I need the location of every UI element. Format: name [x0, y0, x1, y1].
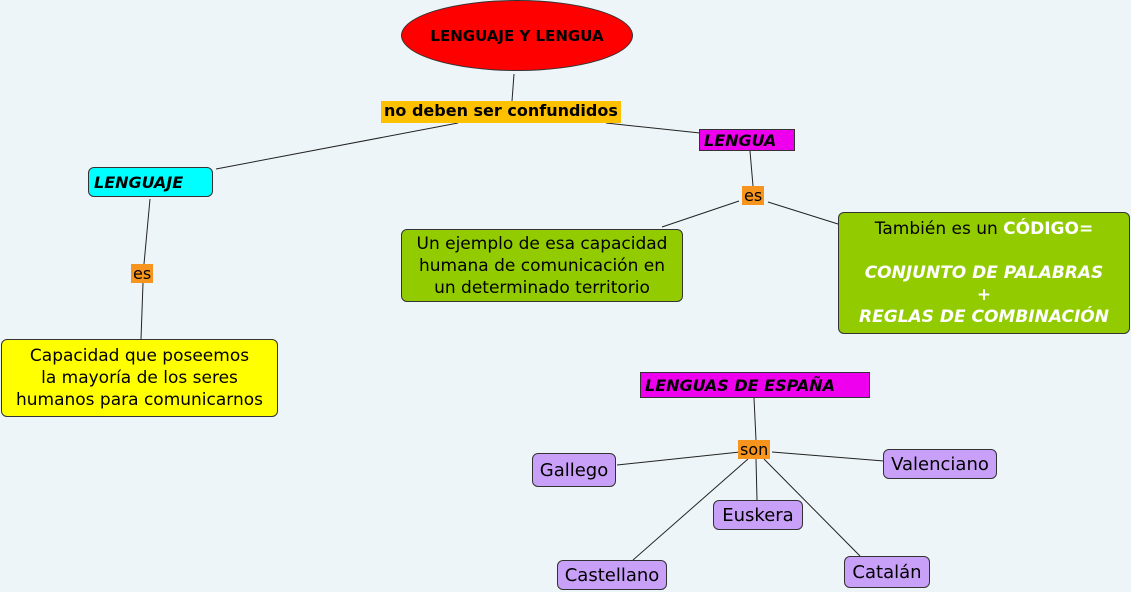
- language-castellano-label: Castellano: [564, 564, 660, 586]
- code-line-1: CONJUNTO DE PALABRAS: [864, 263, 1104, 283]
- lengua-code-node[interactable]: También es un CÓDIGO= CONJUNTO DE PALABR…: [838, 212, 1130, 334]
- language-euskera[interactable]: Euskera: [713, 500, 803, 530]
- language-gallego-label: Gallego: [539, 459, 609, 481]
- definition-line-2: la mayoría de los seres: [41, 368, 238, 388]
- language-castellano[interactable]: Castellano: [557, 560, 667, 590]
- code-word: CÓDIGO=: [1003, 219, 1094, 239]
- language-valenciano[interactable]: Valenciano: [883, 449, 997, 479]
- language-catalan[interactable]: Catalán: [844, 556, 930, 588]
- definition-line-1: Capacidad que poseemos: [29, 346, 250, 366]
- language-euskera-label: Euskera: [722, 504, 794, 526]
- lengua-example-node[interactable]: Un ejemplo de esa capacidad humana de co…: [401, 229, 683, 302]
- spain-link-label: son: [738, 440, 771, 459]
- lenguaje-definition-node[interactable]: Capacidad que poseemos la mayoría de los…: [1, 339, 278, 417]
- example-line-1: Un ejemplo de esa capacidad: [416, 233, 668, 254]
- lenguaje-label: LENGUAJE: [94, 172, 184, 192]
- lengua-link-label: es: [742, 186, 765, 205]
- lenguaje-node[interactable]: LENGUAJE: [88, 167, 213, 197]
- language-gallego[interactable]: Gallego: [532, 453, 616, 487]
- language-catalan-label: Catalán: [852, 561, 922, 583]
- main-link-label: no deben ser confundidos: [381, 101, 621, 123]
- spain-languages-node[interactable]: LENGUAS DE ESPAÑA: [640, 372, 870, 398]
- lengua-node[interactable]: LENGUA: [699, 129, 795, 151]
- root-label: LENGUAJE Y LENGUA: [430, 26, 604, 45]
- code-intro: También es un: [874, 219, 1004, 239]
- lengua-label: LENGUA: [704, 130, 777, 150]
- code-line-2: REGLAS DE COMBINACIÓN: [859, 307, 1109, 327]
- definition-line-3: humanos para comunicarnos: [15, 390, 264, 410]
- example-line-3: un determinado territorio: [434, 277, 650, 298]
- spain-languages-label: LENGUAS DE ESPAÑA: [645, 375, 836, 395]
- lenguaje-link-label: es: [131, 264, 154, 283]
- language-valenciano-label: Valenciano: [891, 453, 989, 475]
- code-intro-line: También es un CÓDIGO=: [875, 218, 1093, 240]
- example-line-2: humana de comunicación en: [418, 255, 665, 276]
- code-plus: +: [976, 285, 992, 305]
- root-node[interactable]: LENGUAJE Y LENGUA: [401, 0, 633, 71]
